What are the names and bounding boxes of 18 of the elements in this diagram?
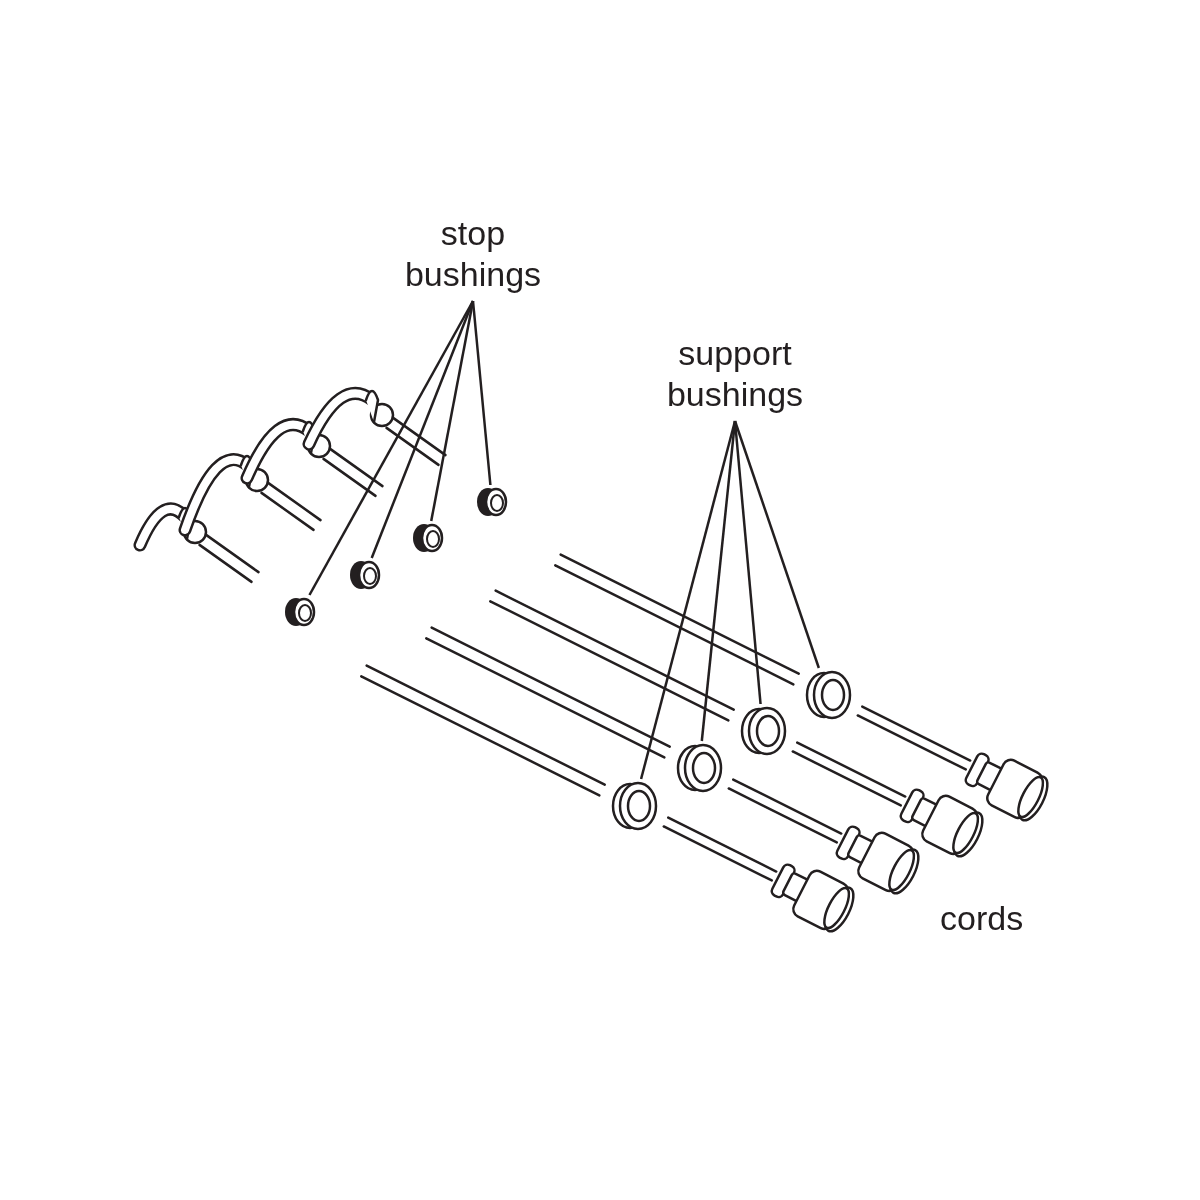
support-bushing-icon bbox=[610, 779, 658, 833]
part-label: cords bbox=[940, 898, 1024, 939]
support-bushing-icon bbox=[739, 704, 787, 758]
stop-bushing-icon bbox=[412, 521, 444, 555]
stop-bushing-icon bbox=[349, 558, 381, 592]
leader-line bbox=[733, 420, 762, 705]
support-bushing-icon bbox=[804, 668, 852, 722]
stop-bushing-icon bbox=[476, 485, 508, 519]
leader-line bbox=[639, 420, 737, 780]
leader-line bbox=[700, 420, 737, 742]
leader-line bbox=[430, 300, 475, 522]
leader-line bbox=[370, 300, 475, 559]
callout-label: support bushings bbox=[645, 333, 825, 421]
leader-line bbox=[733, 420, 821, 669]
stop-bushing-icon bbox=[284, 595, 316, 629]
support-bushing-icon bbox=[675, 741, 723, 795]
leader-line bbox=[471, 300, 492, 486]
callout-label: stop bushings bbox=[383, 213, 563, 301]
